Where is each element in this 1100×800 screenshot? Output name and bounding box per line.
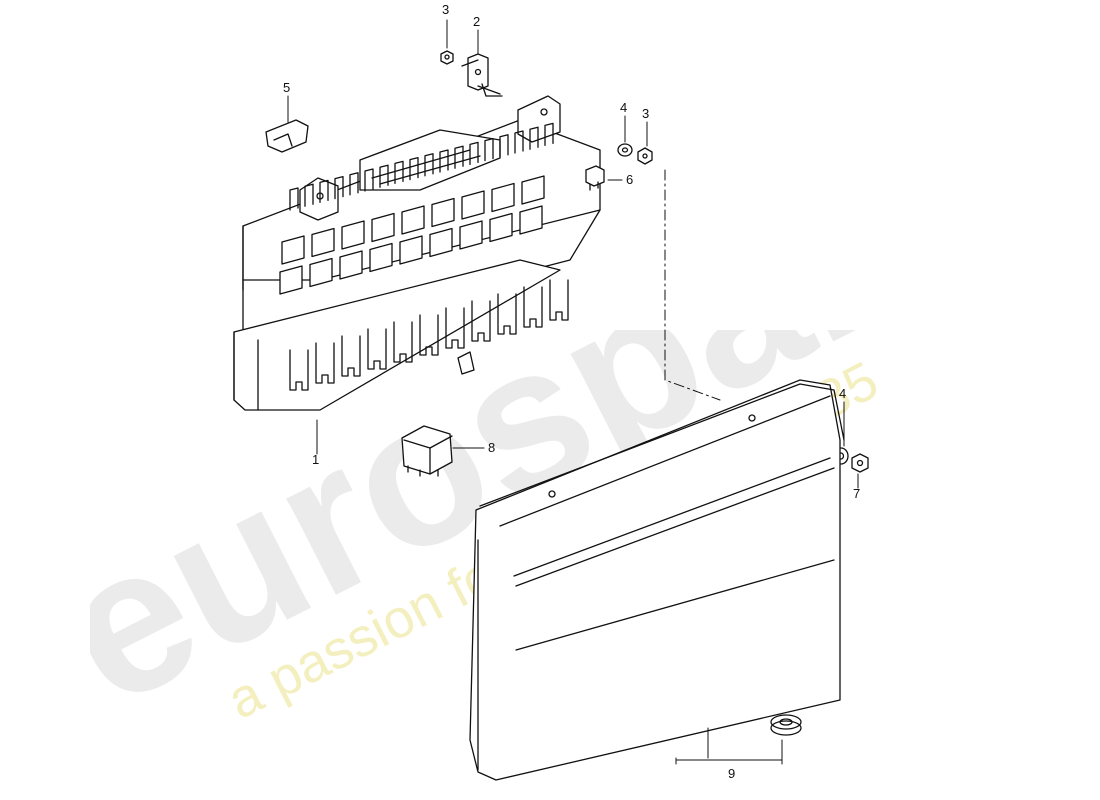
relay-part xyxy=(401,425,453,477)
relay-slot xyxy=(279,265,303,295)
nut-right xyxy=(637,147,653,165)
relay-slot xyxy=(311,227,335,258)
fuse-slot xyxy=(514,130,524,154)
callout-6: 6 xyxy=(626,172,634,187)
relay-pin-slot xyxy=(419,314,439,356)
fuse-slot xyxy=(289,187,299,211)
fuse-slot xyxy=(379,164,389,188)
fuse-slot xyxy=(334,175,344,200)
fuse-slot xyxy=(469,141,479,166)
relay-pin-slot xyxy=(549,279,569,321)
relay-slot xyxy=(281,235,305,265)
relay-slot xyxy=(459,220,483,250)
fuse-slot xyxy=(499,134,509,158)
fuse-slot xyxy=(319,179,329,204)
relay-slot-grid xyxy=(279,175,545,295)
cover-part xyxy=(469,379,845,781)
fuse-slot xyxy=(409,156,419,181)
washer-upper xyxy=(617,143,633,157)
relay-slot xyxy=(429,227,453,258)
callout-1: 1 xyxy=(312,452,320,467)
clip-part xyxy=(265,119,309,153)
relay-slot xyxy=(491,182,515,213)
relay-pin-slot xyxy=(367,328,387,370)
callout-3-upper: 3 xyxy=(442,2,450,17)
fuse-slot xyxy=(394,160,404,185)
relay-slot xyxy=(401,205,425,235)
fuse-slot xyxy=(529,126,539,150)
relay-slot xyxy=(519,205,543,235)
fuse-slot xyxy=(349,172,359,196)
callout-4-upper: 4 xyxy=(620,100,628,115)
relay-slot xyxy=(521,175,545,205)
callout-2: 2 xyxy=(473,14,481,29)
fuse-slot xyxy=(454,145,464,169)
relay-slot xyxy=(309,257,333,288)
relay-pin-slot xyxy=(341,335,361,377)
relay-pin-slot xyxy=(497,293,517,335)
callout-9: 9 xyxy=(728,766,736,781)
relay-pin-slot xyxy=(471,300,491,342)
fuse-slot xyxy=(544,122,554,147)
relay-pin-slot xyxy=(289,349,309,391)
relay-pin-slot xyxy=(393,321,413,363)
relay-slot xyxy=(339,250,363,280)
relay-slot xyxy=(399,235,423,265)
grommet-part xyxy=(770,714,802,736)
relay-slot xyxy=(341,220,365,250)
relay-slot xyxy=(371,212,395,243)
fuse-slot-row xyxy=(289,122,569,391)
fuse-slot xyxy=(424,153,434,177)
relay-pin-slot xyxy=(523,286,543,328)
fuse-slot xyxy=(304,183,314,207)
callout-3-right: 3 xyxy=(642,106,650,121)
nut-lower xyxy=(851,453,869,473)
callout-7: 7 xyxy=(853,486,861,501)
leader-lines xyxy=(287,19,859,765)
callout-4-lower: 4 xyxy=(839,386,847,401)
fuse-slot xyxy=(439,149,449,173)
relay-slot xyxy=(431,197,455,228)
fuse-slot xyxy=(484,137,494,162)
callout-8: 8 xyxy=(488,440,496,455)
relay-slot xyxy=(461,190,485,220)
nut-upper xyxy=(440,50,454,65)
fuse-part xyxy=(585,165,605,191)
callout-5: 5 xyxy=(283,80,291,95)
relay-pin-slot xyxy=(445,307,465,349)
relay-pin-slot xyxy=(315,342,335,384)
relay-slot xyxy=(489,212,513,243)
fuse-slot xyxy=(364,168,374,192)
relay-slot xyxy=(369,242,393,273)
bracket-part xyxy=(461,53,503,97)
